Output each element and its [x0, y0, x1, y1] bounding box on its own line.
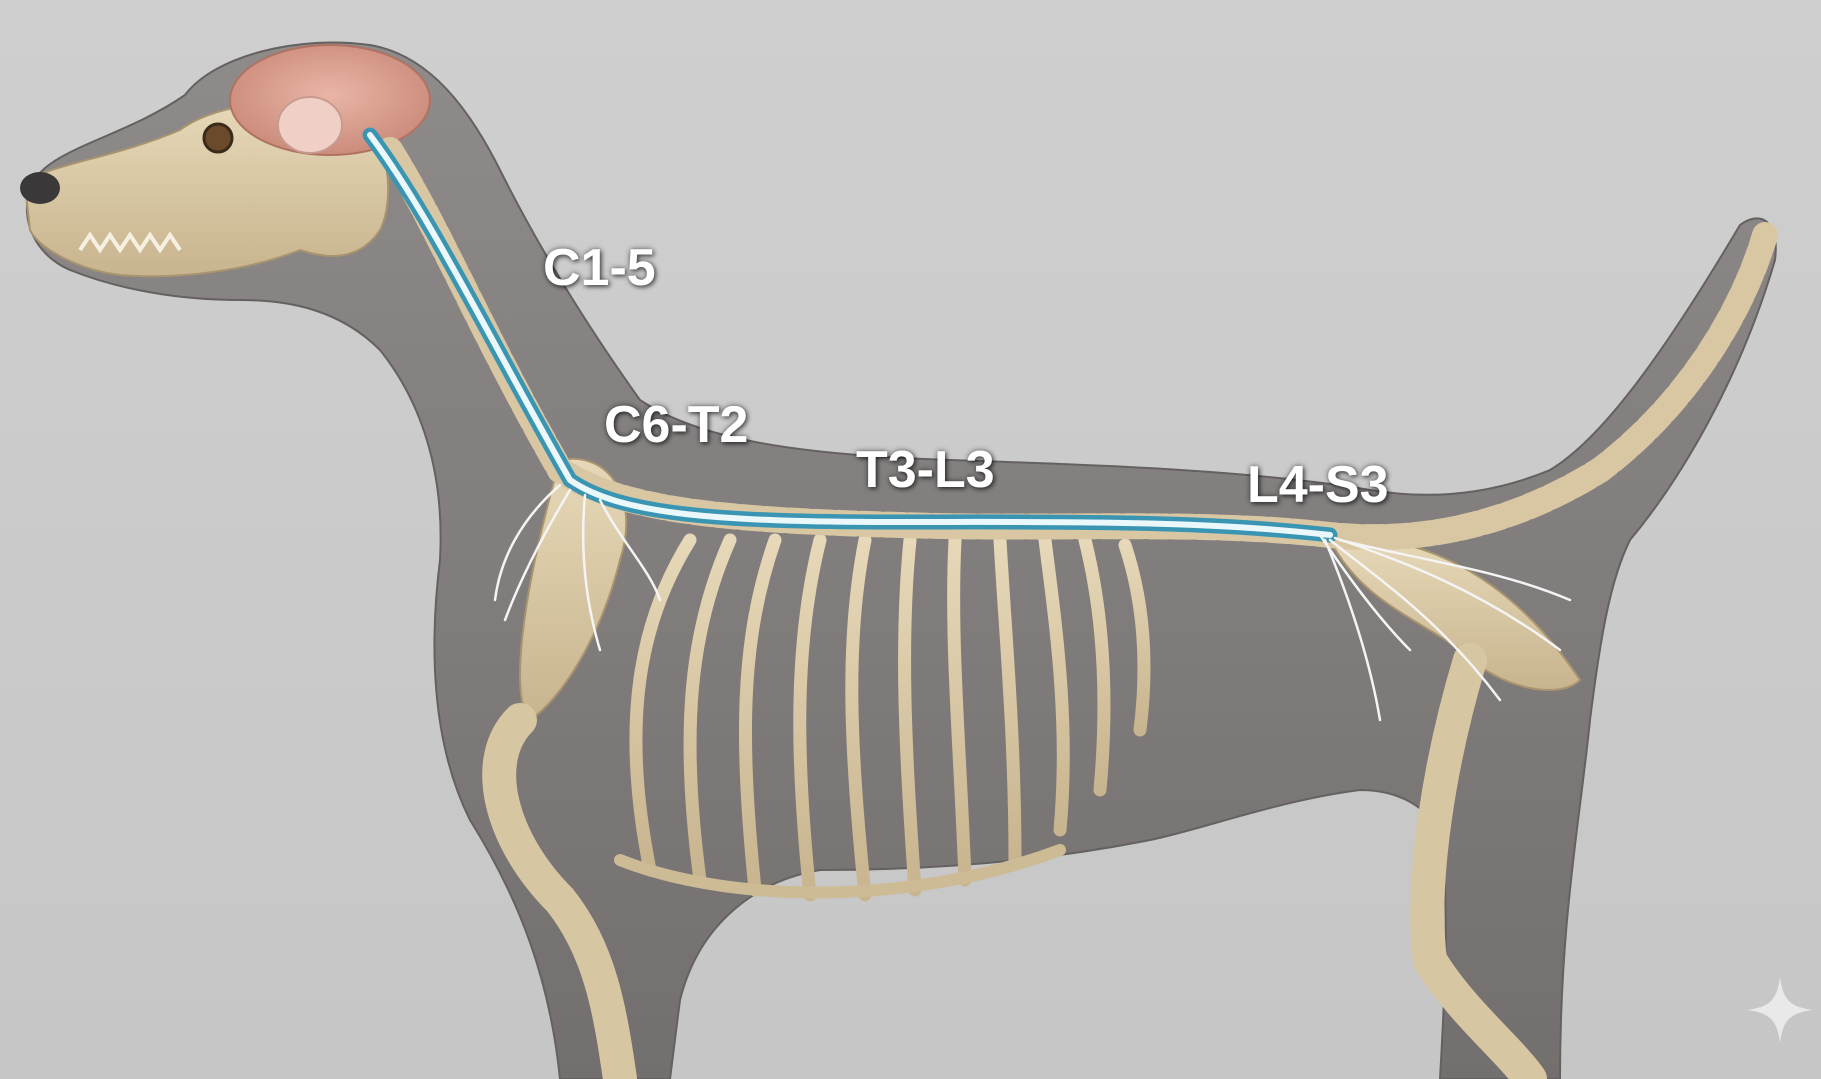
nose — [20, 172, 60, 204]
label-t3-l3: T3-L3 — [856, 440, 995, 500]
eye — [204, 124, 232, 152]
label-l4-s3: L4-S3 — [1247, 455, 1389, 515]
label-c6-t2: C6-T2 — [604, 395, 748, 455]
cerebellum — [278, 97, 342, 153]
sparkle-icon — [1745, 975, 1815, 1045]
label-c1-c5: C1-5 — [543, 238, 656, 298]
